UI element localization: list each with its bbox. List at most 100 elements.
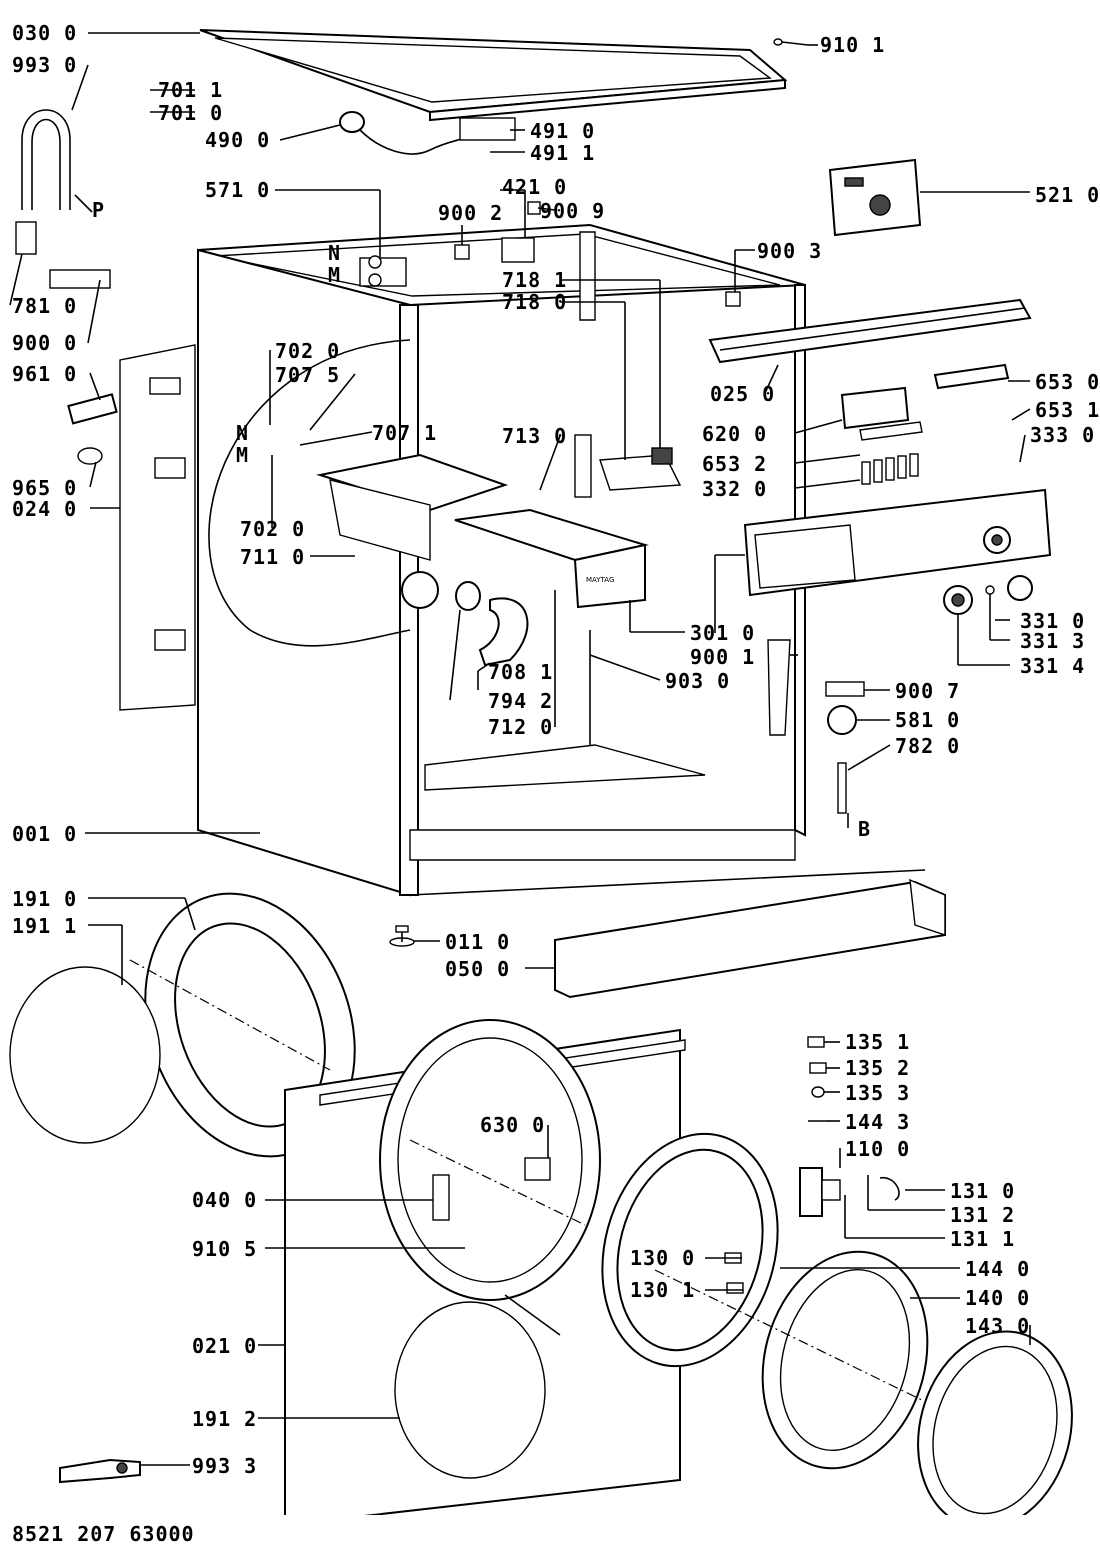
callout-024-0: 024 0 bbox=[12, 497, 77, 521]
callout-021-0: 021 0 bbox=[192, 1334, 257, 1358]
filter-961-0 bbox=[67, 393, 118, 465]
callout-491-0: 491 0 bbox=[530, 119, 595, 143]
kickplate bbox=[554, 878, 946, 999]
callout-135-3: 135 3 bbox=[845, 1081, 910, 1105]
top-lid bbox=[199, 29, 788, 122]
door-outer-ring bbox=[917, 1330, 1073, 1515]
callout-781-0: 781 0 bbox=[12, 294, 77, 318]
callout-782-0: 782 0 bbox=[895, 734, 960, 758]
door-handle bbox=[799, 1167, 900, 1217]
marker-m-top: M bbox=[328, 263, 340, 287]
callout-653-0: 653 0 bbox=[1035, 370, 1100, 394]
callout-900-2: 900 2 bbox=[438, 201, 503, 225]
callout-718-1: 718 1 bbox=[502, 268, 567, 292]
inlet-hose bbox=[15, 109, 111, 289]
screw-910-1 bbox=[773, 38, 809, 46]
marker-b: B bbox=[858, 817, 870, 841]
control-panel-trim bbox=[708, 298, 1032, 364]
cutaway-outline bbox=[208, 339, 411, 647]
callout-332-0: 332 0 bbox=[702, 477, 767, 501]
callout-135-1: 135 1 bbox=[845, 1030, 910, 1054]
callout-191-0: 191 0 bbox=[12, 887, 77, 911]
callout-653-1: 653 1 bbox=[1035, 398, 1100, 422]
marker-n-top: N bbox=[328, 241, 340, 265]
callout-191-1: 191 1 bbox=[12, 914, 77, 938]
callout-191-2: 191 2 bbox=[192, 1407, 257, 1431]
callout-521-0: 521 0 bbox=[1035, 183, 1100, 207]
callout-143-0: 143 0 bbox=[965, 1314, 1030, 1338]
adjustable-foot bbox=[389, 925, 415, 947]
brand-label: MAYTAG bbox=[586, 576, 614, 584]
electronic-boards bbox=[840, 363, 1010, 485]
door-seal bbox=[9, 892, 356, 1158]
leader-lines bbox=[9, 32, 1031, 1466]
callout-581-0: 581 0 bbox=[895, 708, 960, 732]
callout-131-1: 131 1 bbox=[950, 1227, 1015, 1251]
marker-n-side: N bbox=[236, 421, 248, 445]
callout-301-0: 301 0 bbox=[690, 621, 755, 645]
clip-900-3 bbox=[725, 291, 741, 307]
pressure-switch bbox=[825, 681, 865, 814]
callout-040-0: 040 0 bbox=[192, 1188, 257, 1212]
callout-630-0: 630 0 bbox=[480, 1113, 545, 1137]
callout-011-0: 011 0 bbox=[445, 930, 510, 954]
callout-702-0a: 702 0 bbox=[275, 339, 340, 363]
cabinet bbox=[197, 223, 926, 897]
marker-p: P bbox=[92, 198, 104, 222]
letter-markers: P N M N M B bbox=[92, 198, 870, 841]
callout-130-1: 130 1 bbox=[630, 1278, 695, 1302]
program-knobs bbox=[943, 575, 1033, 615]
callout-131-0: 131 0 bbox=[950, 1179, 1015, 1203]
callout-900-9: 900 9 bbox=[540, 199, 605, 223]
callout-910-5: 910 5 bbox=[192, 1237, 257, 1261]
callout-653-2: 653 2 bbox=[702, 452, 767, 476]
callout-421-0: 421 0 bbox=[502, 175, 567, 199]
back-panel bbox=[119, 344, 196, 711]
callout-331-0: 331 0 bbox=[1020, 609, 1085, 633]
diagram-canvas: MAYTAG bbox=[9, 21, 1100, 1515]
callout-130-0: 130 0 bbox=[630, 1246, 695, 1270]
marker-m-side: M bbox=[236, 443, 248, 467]
callout-001-0: 001 0 bbox=[12, 822, 77, 846]
callout-702-0b: 702 0 bbox=[240, 517, 305, 541]
callout-144-0: 144 0 bbox=[965, 1257, 1030, 1281]
callout-030-0: 030 0 bbox=[12, 21, 77, 45]
callout-718-0: 718 0 bbox=[502, 290, 567, 314]
callout-050-0: 050 0 bbox=[445, 957, 510, 981]
callout-961-0: 961 0 bbox=[12, 362, 77, 386]
clip-900-2 bbox=[454, 244, 470, 260]
mains-cable bbox=[339, 111, 516, 155]
callout-713-0: 713 0 bbox=[502, 424, 567, 448]
callout-620-0: 620 0 bbox=[702, 422, 767, 446]
callout-331-4: 331 4 bbox=[1020, 654, 1085, 678]
water-valves bbox=[359, 255, 407, 287]
callout-910-1: 910 1 bbox=[820, 33, 885, 57]
callout-333-0: 333 0 bbox=[1030, 423, 1095, 447]
callout-900-7: 900 7 bbox=[895, 679, 960, 703]
callout-965-0: 965 0 bbox=[12, 476, 77, 500]
callout-712-0: 712 0 bbox=[488, 715, 553, 739]
callout-903-0: 903 0 bbox=[665, 669, 730, 693]
callout-707-1: 707 1 bbox=[372, 421, 437, 445]
callout-144-3: 144 3 bbox=[845, 1110, 910, 1134]
callout-140-0: 140 0 bbox=[965, 1286, 1030, 1310]
callout-708-1: 708 1 bbox=[488, 660, 553, 684]
callout-993-0: 993 0 bbox=[12, 53, 77, 77]
callout-993-3: 993 3 bbox=[192, 1454, 257, 1478]
small-hardware bbox=[807, 1036, 827, 1122]
callout-707-5: 707 5 bbox=[275, 363, 340, 387]
callout-490-0: 490 0 bbox=[205, 128, 270, 152]
callout-331-3: 331 3 bbox=[1020, 629, 1085, 653]
callout-110-0: 110 0 bbox=[845, 1137, 910, 1161]
control-module bbox=[828, 158, 922, 237]
latch-900-1 bbox=[767, 639, 791, 736]
document-number: 8521 207 63000 bbox=[12, 1522, 195, 1546]
callout-491-1: 491 1 bbox=[530, 141, 595, 165]
front-panel bbox=[284, 1019, 686, 1515]
callout-135-2: 135 2 bbox=[845, 1056, 910, 1080]
callout-701-1: 701 1 bbox=[158, 78, 223, 102]
control-fascia bbox=[743, 488, 1052, 597]
callout-900-3: 900 3 bbox=[757, 239, 822, 263]
